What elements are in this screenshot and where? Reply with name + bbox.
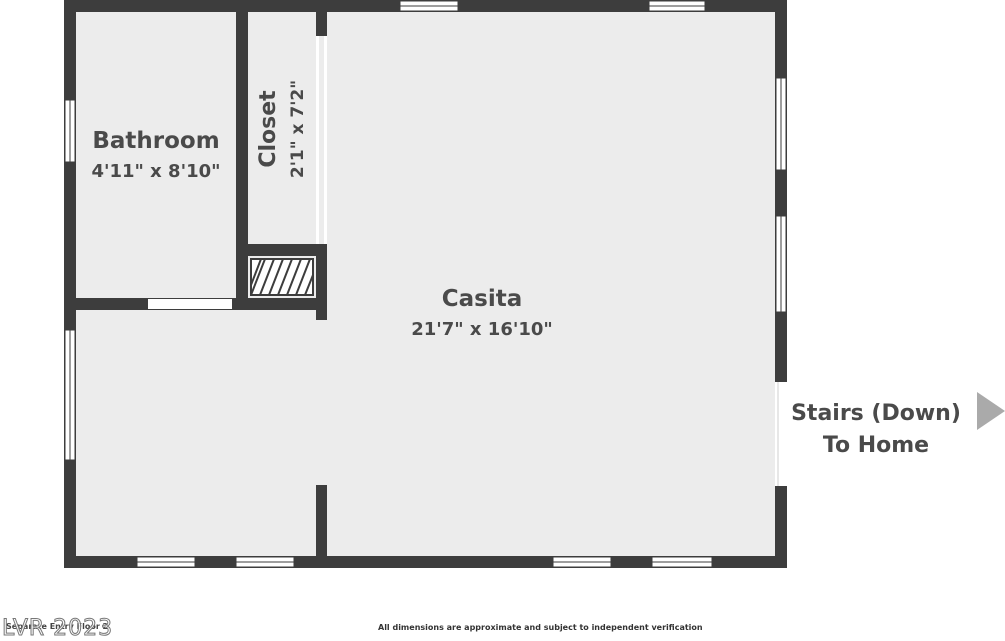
closet-name: Closet <box>256 90 281 168</box>
watermark: LVR 2023 <box>1 616 114 641</box>
closet-door-line <box>319 36 324 244</box>
stairs-door-opening <box>775 382 787 486</box>
wall-casita-partition <box>316 485 327 560</box>
wall-closet-bottom <box>248 244 320 256</box>
casita-name: Casita <box>442 286 523 312</box>
wall-left <box>64 0 76 568</box>
closet-dimensions: 2'1" x 7'2" <box>288 80 308 178</box>
window-center-lines <box>69 5 782 563</box>
floor-area <box>70 6 782 562</box>
disclaimer: All dimensions are approximate and subje… <box>378 623 703 632</box>
bathroom-dimensions: 4'11" x 8'10" <box>91 161 220 182</box>
stairs-arrow-icon <box>977 392 1005 430</box>
bathroom-door-opening <box>148 299 232 309</box>
bathroom-name: Bathroom <box>92 128 219 154</box>
stairs-label-line2: To Home <box>823 433 929 458</box>
chimney-hatch <box>250 258 314 296</box>
floor-label: Separate Entry Floor 2 <box>6 622 109 631</box>
casita-dimensions: 21'7" x 16'10" <box>411 319 553 340</box>
wall-bathroom-closet <box>236 12 248 310</box>
stairs-label-line1: Stairs (Down) <box>791 401 961 426</box>
